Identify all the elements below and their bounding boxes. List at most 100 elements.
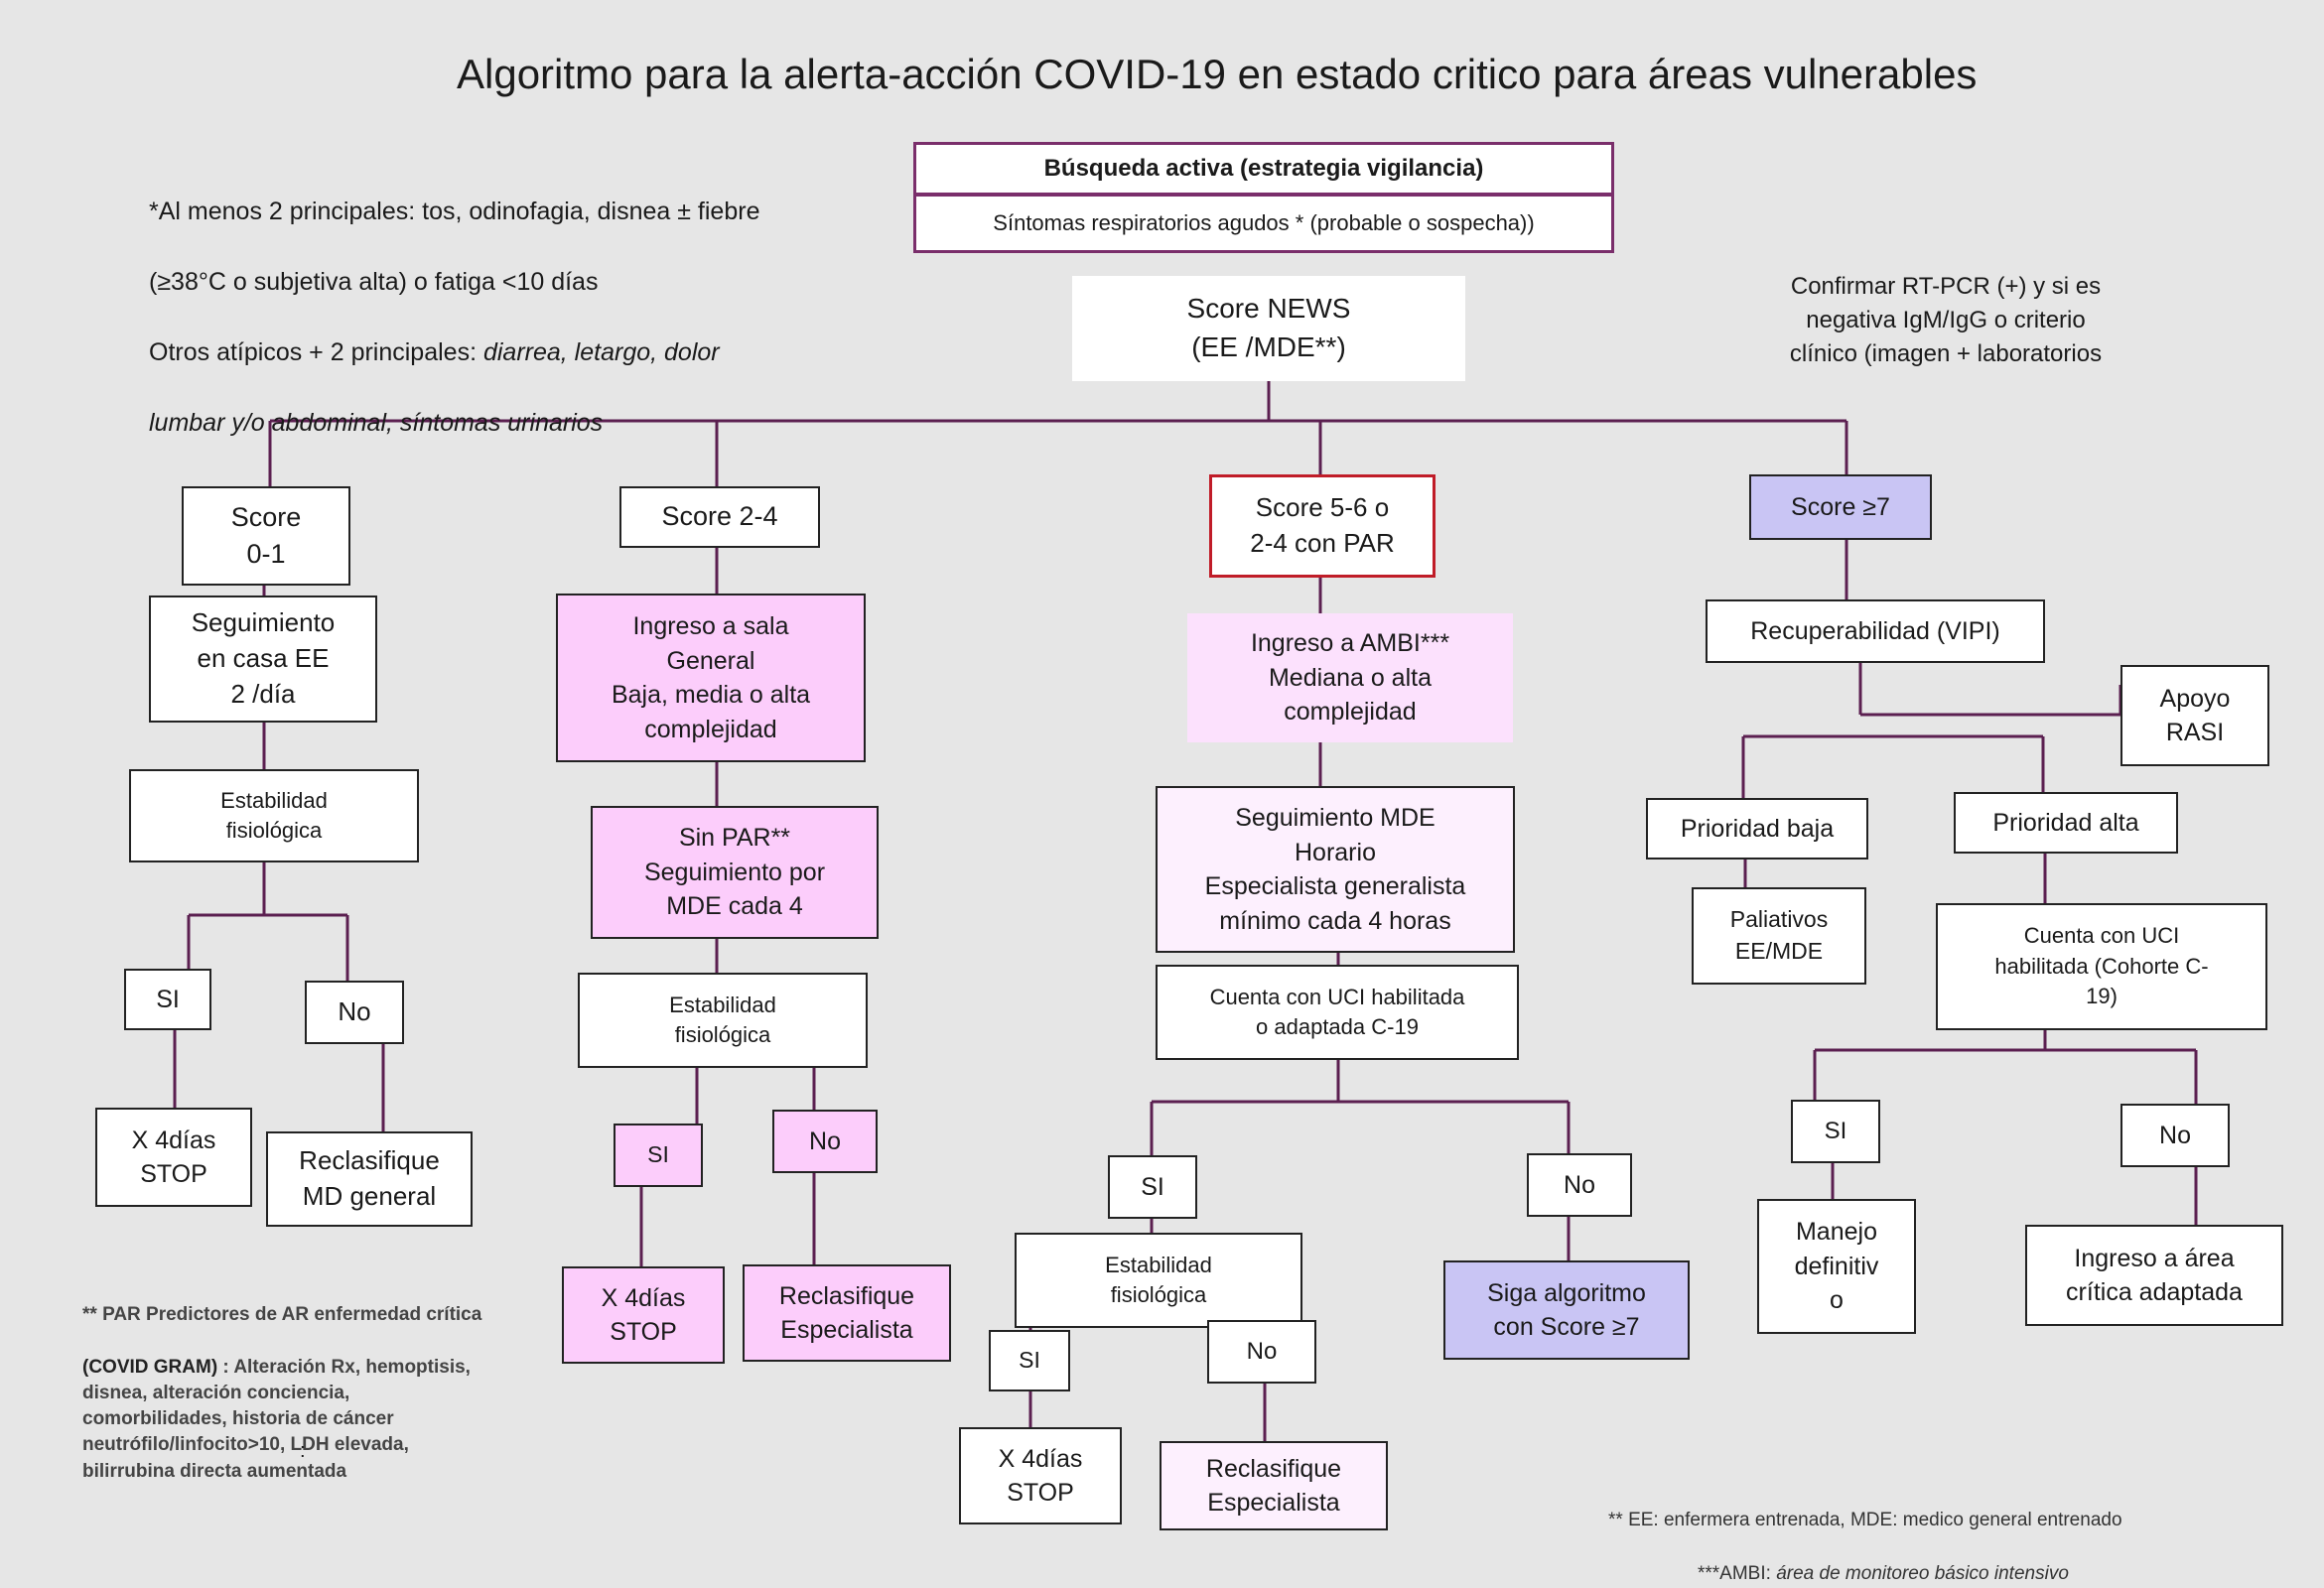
col2-stability-text: Estabilidad fisiológica [669,992,776,1047]
col2-no-text: No [809,1126,841,1155]
col1-reclassify-text: Reclasifique MD general [299,1145,440,1211]
col3-stop-box: X 4días STOP [959,1427,1122,1524]
ambi-admission-text: Ingreso a AMBI*** Mediana o alta complej… [1250,629,1450,727]
col1-stop-text: X 4días STOP [131,1125,216,1189]
col4-yes-box: SI [1791,1100,1880,1163]
col4-yes-text: SI [1824,1118,1847,1145]
col4-icu-box: Cuenta con UCI habilitada (Cohorte C- 19… [1936,903,2267,1030]
col3-stability-no-text: No [1246,1338,1278,1366]
score-5-6-box: Score 5-6 o 2-4 con PAR [1209,474,1435,578]
col1-stability-text: Estabilidad fisiológica [220,787,328,843]
general-ward-text: Ingreso a sala General Baja, media o alt… [611,612,811,743]
home-follow-up-box: Seguimiento en casa EE 2 /día [149,596,377,723]
par-note-colon: : [300,1440,306,1462]
score-7-box: Score ≥7 [1749,474,1932,540]
score-5-6-text: Score 5-6 o 2-4 con PAR [1250,492,1395,558]
flowchart-canvas: Algoritmo para la alerta-acción COVID-19… [82,51,2283,1584]
col1-no-text: No [338,996,371,1027]
col1-stability-box: Estabilidad fisiológica [129,769,419,862]
score-7-text: Score ≥7 [1791,492,1890,521]
connector-lines [173,381,2198,1441]
col3-no-text: No [1564,1170,1595,1199]
no-par-follow-text: Sin PAR** Seguimiento por MDE cada 4 [643,824,826,921]
symptom-criteria-note: *Al menos 2 principales: tos, odinofagia… [149,159,759,441]
par-note-list: : Alteración Rx, hemoptisis, disnea, alt… [82,1356,471,1482]
col3-icu-box: Cuenta con UCI habilitada o adaptada C-1… [1156,965,1519,1060]
col4-no-text: No [2159,1121,2191,1149]
active-search-symptoms-text: Síntomas respiratorios agudos * (probabl… [993,209,1535,235]
col3-stability-box: Estabilidad fisiológica [1015,1233,1302,1328]
col2-no-box: No [772,1110,878,1173]
col3-no-box: No [1527,1153,1632,1217]
col1-yes-text: SI [156,985,180,1013]
active-search-header: Búsqueda activa (estrategia vigilancia) [913,142,1614,196]
col3-stability-text: Estabilidad fisiológica [1105,1252,1212,1307]
col4-no-box: No [2120,1104,2230,1167]
footnote-line-2-italic: área de monitoreo básico intensivo [1776,1562,2069,1584]
score-2-4-text: Score 2-4 [661,501,778,532]
recoverability-box: Recuperabilidad (VIPI) [1706,599,2045,663]
no-par-follow-box: Sin PAR** Seguimiento por MDE cada 4 [591,806,879,939]
active-search-header-text: Búsqueda activa (estrategia vigilancia) [1043,155,1484,183]
palliative-text: Paliativos EE/MDE [1729,906,1829,964]
footnote-line-2-prefix: ***AMBI: [1698,1562,1777,1584]
home-follow-up-text: Seguimiento en casa EE 2 /día [191,607,336,709]
note-line-4-italic: lumbar y/o abdominal, síntomas urinarios [149,408,604,437]
score-news-box: Score NEWS (EE /MDE**) [1072,276,1465,381]
note-line-3-italic: diarrea, letargo, dolor [482,337,720,366]
definitive-management-text: Manejo definitiv o [1794,1218,1879,1315]
rasi-support-text: Apoyo RASI [2159,684,2231,747]
col2-reclassify-box: Reclasifique Especialista [743,1264,951,1362]
col1-no-box: No [305,981,404,1044]
col3-reclassify-text: Reclasifique Especialista [1205,1454,1342,1518]
score-news-text: Score NEWS (EE /MDE**) [1186,293,1351,362]
col1-reclassify-box: Reclasifique MD general [266,1131,473,1227]
general-ward-box: Ingreso a sala General Baja, media o alt… [556,594,866,762]
score-2-4-box: Score 2-4 [619,486,820,548]
col3-icu-text: Cuenta con UCI habilitada o adaptada C-1… [1209,984,1465,1039]
page-title: Algoritmo para la alerta-acción COVID-19… [457,51,1978,97]
critical-area-admission-box: Ingreso a área crítica adaptada [2025,1225,2283,1326]
mde-follow-text: Seguimiento MDE Horario Especialista gen… [1204,804,1466,935]
low-priority-text: Prioridad baja [1680,814,1835,843]
follow-score-7-text: Siga algoritmo con Score ≥7 [1487,1278,1646,1342]
critical-area-admission-text: Ingreso a área crítica adaptada [2066,1244,2243,1307]
par-predictors-note: ** PAR Predictores de AR enfermedad crít… [82,1276,539,1485]
col3-yes-box: SI [1108,1155,1197,1219]
col2-stop-text: X 4días STOP [601,1283,686,1347]
col3-stability-yes-text: SI [1019,1347,1040,1374]
score-0-1-box: Score 0-1 [182,486,350,586]
active-search-symptoms: Síntomas respiratorios agudos * (probabl… [913,194,1614,253]
col2-stability-box: Estabilidad fisiológica [578,973,868,1068]
high-priority-box: Prioridad alta [1954,792,2178,854]
col1-yes-box: SI [124,969,211,1030]
col2-stop-box: X 4días STOP [562,1266,725,1364]
low-priority-box: Prioridad baja [1646,798,1868,860]
abbreviations-footnote: ** EE: enfermera entrenada, MDE: medico … [1608,1481,2303,1588]
confirm-rtpcr-note: Confirmar RT-PCR (+) y si es negativa Ig… [1789,273,2103,368]
follow-score-7-box: Siga algoritmo con Score ≥7 [1443,1260,1690,1360]
recoverability-text: Recuperabilidad (VIPI) [1750,616,2000,645]
col2-reclassify-text: Reclasifique Especialista [778,1281,915,1345]
definitive-management-box: Manejo definitiv o [1757,1199,1916,1334]
col1-stop-box: X 4días STOP [95,1108,252,1207]
note-line-1: *Al menos 2 principales: tos, odinofagia… [149,197,760,225]
score-0-1-text: Score 0-1 [230,501,302,569]
col2-yes-box: SI [614,1124,703,1187]
note-line-2: (≥38°C o subjetiva alta) o fatiga <10 dí… [149,267,599,296]
mde-follow-box: Seguimiento MDE Horario Especialista gen… [1156,786,1515,953]
par-note-covid-gram: (COVID GRAM) [82,1356,218,1378]
note-line-3-prefix: Otros atípicos + 2 principales: [149,337,483,366]
col3-stop-text: X 4días STOP [998,1444,1083,1508]
col4-icu-text: Cuenta con UCI habilitada (Cohorte C- 19… [1994,923,2209,1009]
footnote-line-1: ** EE: enfermera entrenada, MDE: medico … [1608,1509,2122,1530]
rasi-support-box: Apoyo RASI [2120,665,2269,766]
palliative-box: Paliativos EE/MDE [1692,887,1866,985]
high-priority-text: Prioridad alta [1992,808,2139,837]
ambi-admission-box: Ingreso a AMBI*** Mediana o alta complej… [1187,613,1513,742]
par-note-title: ** PAR Predictores de AR enfermedad crít… [82,1304,482,1326]
col3-reclassify-box: Reclasifique Especialista [1160,1441,1388,1530]
col3-stability-yes-box: SI [989,1330,1070,1391]
col3-yes-text: SI [1141,1172,1164,1201]
col3-stability-no-box: No [1207,1320,1316,1384]
